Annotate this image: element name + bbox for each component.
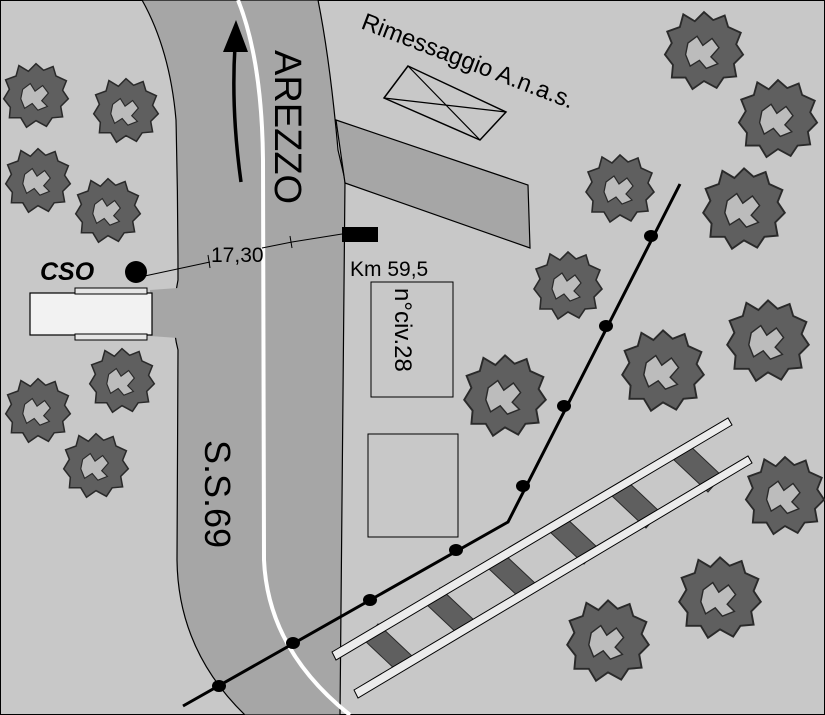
power-line bbox=[182, 183, 682, 708]
building-lower bbox=[367, 433, 459, 538]
main-road bbox=[141, 0, 346, 715]
km-marker bbox=[342, 227, 378, 242]
access-road bbox=[150, 288, 178, 338]
road-center-line bbox=[236, 0, 352, 715]
railway-track-icon bbox=[331, 417, 753, 699]
destination-label: AREZZO bbox=[266, 50, 308, 204]
road-label: S.S.69 bbox=[197, 440, 238, 548]
distance-label: 17,30 bbox=[211, 244, 264, 267]
building-house bbox=[370, 281, 454, 398]
arrow-up-icon bbox=[223, 20, 248, 183]
house-number-label: n°civ.28 bbox=[389, 288, 416, 372]
bridge bbox=[29, 287, 153, 341]
crossed-box-icon bbox=[382, 65, 508, 141]
cso-label: CSO bbox=[40, 258, 95, 286]
kilometer-label: Km 59,5 bbox=[350, 258, 428, 281]
side-road bbox=[335, 119, 531, 249]
distance-line bbox=[139, 233, 343, 278]
dot-icon bbox=[125, 261, 147, 283]
